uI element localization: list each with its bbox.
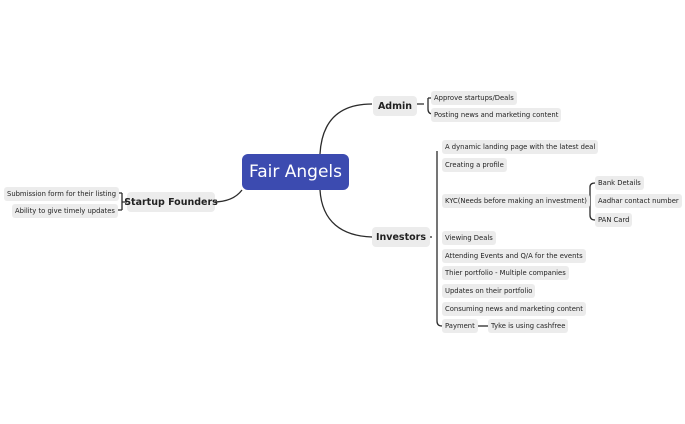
investors-item-news[interactable]: Consuming news and marketing content bbox=[442, 302, 586, 316]
founders-item-submission[interactable]: Submission form for their listing bbox=[4, 187, 120, 201]
investors-item-kyc[interactable]: KYC(Needs before making an investment) bbox=[442, 194, 590, 208]
investors-item-landing-page[interactable]: A dynamic landing page with the latest d… bbox=[442, 140, 599, 154]
link-root-investors bbox=[319, 189, 373, 238]
link-investors-items bbox=[428, 151, 443, 327]
investors-item-viewing-deals[interactable]: Viewing Deals bbox=[442, 231, 496, 245]
admin-item-posting[interactable]: Posting news and marketing content bbox=[431, 108, 562, 122]
investors-item-payment[interactable]: Payment bbox=[442, 319, 478, 333]
investors-item-portfolio[interactable]: Thier portfolio - Multiple companies bbox=[442, 266, 569, 280]
kyc-item-aadhar[interactable]: Aadhar contact number bbox=[595, 194, 682, 208]
kyc-item-bank-details[interactable]: Bank Details bbox=[595, 176, 644, 190]
branch-investors[interactable]: Investors bbox=[372, 227, 430, 247]
investors-item-portfolio-updates[interactable]: Updates on their portfolio bbox=[442, 284, 536, 298]
investors-item-events[interactable]: Attending Events and Q/A for the events bbox=[442, 249, 586, 263]
root-node[interactable]: Fair Angels bbox=[242, 154, 349, 190]
kyc-item-pan-card[interactable]: PAN Card bbox=[595, 213, 633, 227]
investors-item-profile[interactable]: Creating a profile bbox=[442, 158, 507, 172]
payment-note[interactable]: Tyke is using cashfree bbox=[488, 319, 569, 333]
branch-startup-founders[interactable]: Startup Founders bbox=[124, 192, 218, 212]
link-root-admin bbox=[319, 103, 373, 155]
founders-item-updates[interactable]: Ability to give timely updates bbox=[12, 204, 118, 218]
admin-item-approve[interactable]: Approve startups/Deals bbox=[431, 91, 517, 105]
branch-admin[interactable]: Admin bbox=[373, 96, 417, 116]
